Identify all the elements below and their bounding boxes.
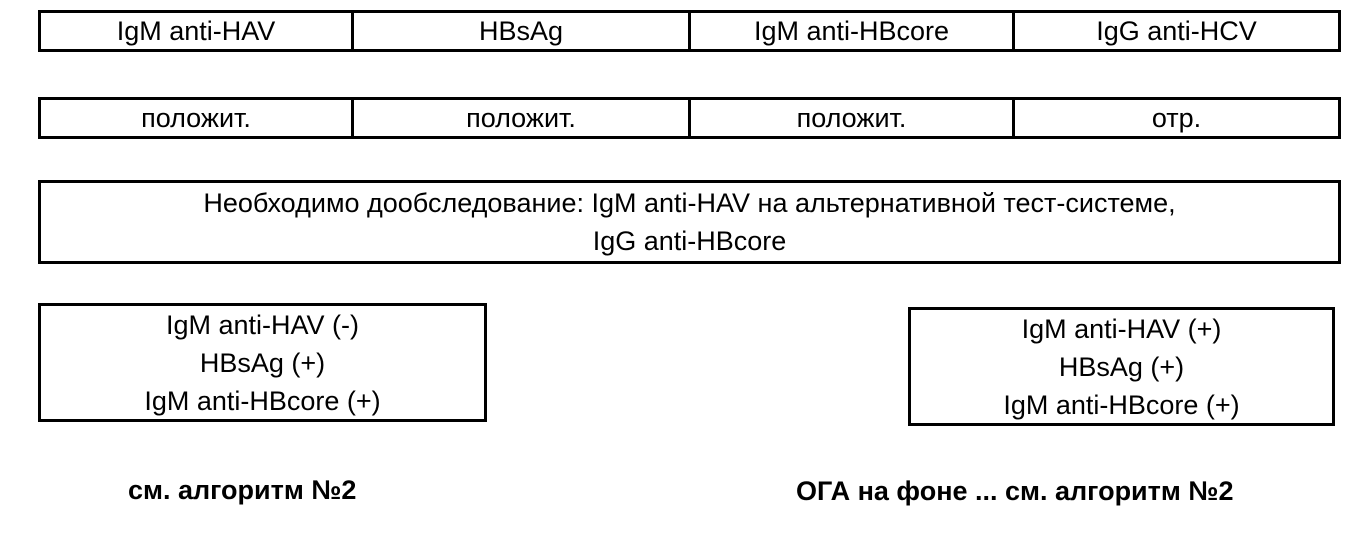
note-line-1: Необходимо дообследование: IgM anti-HAV …: [203, 188, 1176, 218]
footer-right-algorithm-ref: ОГА на фоне ... см. алгоритм №2: [796, 476, 1234, 506]
result-cell-igg-anti-hcv: отр.: [1151, 102, 1202, 133]
outcome-right-line-3: IgM anti-HBcore (+): [1003, 389, 1240, 420]
outcome-box-right: IgM anti-HAV (+) HBsAg (+) IgM anti-HBco…: [908, 307, 1335, 426]
result-cell-hbsag: положит.: [354, 100, 691, 136]
outcome-box-left: IgM anti-HAV (-) HBsAg (+) IgM anti-HBco…: [38, 303, 487, 422]
outcome-right-line-2: HBsAg (+): [1058, 351, 1185, 382]
outcome-right-line-1: IgM anti-HAV (+): [1021, 313, 1222, 344]
footer-left-algorithm-ref: см. алгоритм №2: [128, 475, 357, 505]
further-testing-note: Необходимо дообследование: IgM anti-HAV …: [38, 180, 1341, 264]
test-cell-igg-anti-hcv: IgG anti-HCV: [1096, 15, 1257, 46]
result-cell-igm-anti-hbcore: положит.: [691, 100, 1015, 136]
note-line-2: IgG anti-HBcore: [592, 226, 787, 256]
test-cell-igm-anti-hbcore: IgM anti-HBcore: [691, 13, 1015, 49]
outcome-left-line-1: IgM anti-HAV (-): [165, 309, 360, 340]
test-names-row: IgM anti-HAV HBsAg IgM anti-HBcore IgG a…: [38, 10, 1341, 52]
outcome-left-line-2: HBsAg (+): [199, 347, 326, 378]
outcome-left-line-3: IgM anti-HBcore (+): [144, 385, 381, 416]
test-results-row: положит. положит. положит. отр.: [38, 97, 1341, 139]
result-cell-igm-anti-hav: положит.: [41, 100, 354, 136]
test-cell-igm-anti-hav: IgM anti-HAV: [41, 13, 354, 49]
test-cell-hbsag: HBsAg: [354, 13, 691, 49]
